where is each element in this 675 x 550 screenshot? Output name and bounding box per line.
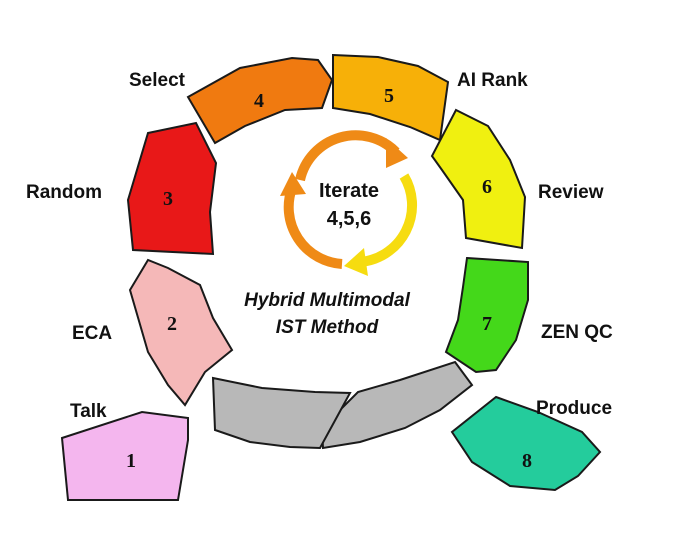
iterate-title: Iterate <box>319 180 379 202</box>
iterate-steps: 4,5,6 <box>327 208 371 230</box>
segment-gray-left <box>211 376 352 450</box>
segment-1 <box>60 410 189 501</box>
label-zen-qc: ZEN QC <box>541 322 613 343</box>
iterate-arrow-top-icon <box>295 130 400 182</box>
segment-2 <box>128 258 234 407</box>
iterate-arrows <box>280 130 418 276</box>
label-review: Review <box>538 182 604 203</box>
label-eca: ECA <box>72 323 112 344</box>
label-produce: Produce <box>536 398 612 419</box>
label-select: Select <box>129 70 186 91</box>
segment-1-number: 1 <box>126 450 136 472</box>
iterate-arrow-left-head-icon <box>280 172 306 196</box>
segment-3-number: 3 <box>163 188 173 210</box>
label-talk: Talk <box>70 401 107 422</box>
label-random: Random <box>26 182 102 203</box>
label-ai-rank: AI Rank <box>457 70 528 91</box>
segment-4 <box>186 56 334 145</box>
center-title-line2: IST Method <box>276 317 379 338</box>
segment-gray-right <box>320 360 474 450</box>
iterate-arrow-right-icon <box>359 173 418 267</box>
iterate-arrow-left-icon <box>283 186 343 269</box>
segment-2-number: 2 <box>167 313 177 335</box>
segment-8-number: 8 <box>522 450 532 472</box>
segment-6-number: 6 <box>482 176 492 198</box>
iterate-arrow-right-head-icon <box>344 248 368 276</box>
center-title-line1: Hybrid Multimodal <box>244 290 410 311</box>
segment-6 <box>430 108 527 250</box>
segment-3 <box>126 121 218 256</box>
segment-5-number: 5 <box>384 85 394 107</box>
segment-4-number: 4 <box>254 90 264 112</box>
segment-7 <box>444 256 529 374</box>
iterate-arrow-top-head-icon <box>386 138 408 168</box>
segment-7-number: 7 <box>482 313 492 335</box>
segment-8 <box>450 395 602 492</box>
